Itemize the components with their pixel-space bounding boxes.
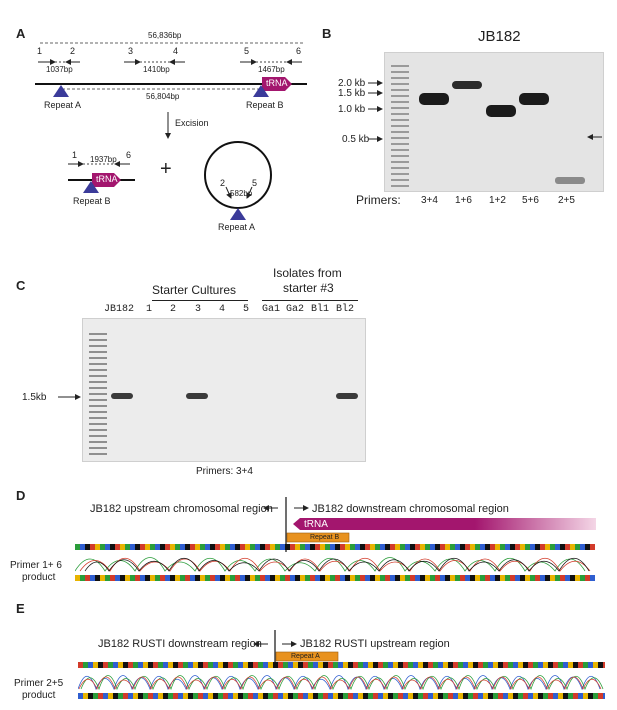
primer-4-label: 4 <box>173 46 179 56</box>
gel-c-marker-arrow <box>58 394 81 400</box>
marker-2kb: 2.0 kb <box>338 78 366 89</box>
lower-span-label: 1937bp <box>90 155 117 164</box>
gel-c-ladder <box>89 329 107 457</box>
band-5-6 <box>519 93 549 105</box>
circle-primer-5-label: 5 <box>252 178 258 188</box>
repeat-a-label-circle: Repeat A <box>218 222 256 232</box>
gel-c-primers-label: Primers: 3+4 <box>196 466 253 477</box>
under-span-label: 56,804bp <box>146 92 180 101</box>
panel-label-d: D <box>16 488 26 503</box>
e-product-label-2: product <box>22 690 56 701</box>
band-c-bl2 <box>336 393 358 399</box>
lane-c-2: 2 <box>170 304 177 315</box>
repeat-b-label-lower: Repeat B <box>73 196 111 206</box>
lane-c-bl2: Bl2 <box>336 304 355 315</box>
d-chromatogram <box>75 557 591 572</box>
e-diagram <box>253 630 339 668</box>
gel-c-image <box>82 318 366 462</box>
gel-b-title: JB182 <box>478 28 521 45</box>
trna-label-top: tRNA <box>266 78 288 88</box>
segment-1037-label: 1037bp <box>46 65 73 74</box>
band-3-4 <box>419 93 449 105</box>
d-sequence-strip-2 <box>75 575 595 581</box>
lane-b-5-6: 5+6 <box>522 195 539 206</box>
excision-label: Excision <box>175 118 209 128</box>
primer-2-label: 2 <box>70 46 76 56</box>
lane-c-bl1: Bl1 <box>311 304 330 315</box>
lane-c-4: 4 <box>219 304 226 315</box>
primer-6-label: 6 <box>296 46 302 56</box>
gel-c-marker-label: 1.5kb <box>22 392 47 403</box>
e-repeat-label: Repeat A <box>291 653 320 660</box>
panel-label-a: A <box>16 26 26 41</box>
lane-b-1-6: 1+6 <box>455 195 472 206</box>
lane-c-3: 3 <box>195 304 202 315</box>
panel-a-diagram <box>35 42 307 220</box>
lane-c-1: 1 <box>146 304 153 315</box>
d-product-label-1: Primer 1+ 6 <box>10 560 62 571</box>
d-sequence-strip <box>75 544 595 550</box>
e-sequence-strip <box>78 662 605 668</box>
e-product-label-1: Primer 2+5 <box>14 678 64 689</box>
marker-0-5kb: 0.5 kb <box>342 134 370 145</box>
primer-1-label: 1 <box>37 46 43 56</box>
gel-b-ladder <box>391 61 409 189</box>
plus-sign: + <box>160 158 172 180</box>
lane-b-3-4: 3+4 <box>421 195 438 206</box>
primer-3-label: 3 <box>128 46 134 56</box>
gel-b-image <box>384 52 604 192</box>
lane-b-1-2: 1+2 <box>489 195 506 206</box>
trna-label-lower: tRNA <box>96 174 118 184</box>
isolates-label-1: Isolates from <box>273 266 342 280</box>
d-repeat-label: Repeat B <box>310 534 340 541</box>
repeat-a-label-top: Repeat A <box>44 100 82 110</box>
panel-label-e: E <box>16 601 25 616</box>
gel-b-marker-arrows <box>368 80 602 142</box>
primer-5-label: 5 <box>244 46 250 56</box>
isolates-label-2: starter #3 <box>283 281 334 295</box>
lower-primer-6-label: 6 <box>126 150 132 160</box>
segment-1467-label: 1467bp <box>258 65 285 74</box>
e-chromatogram <box>78 675 604 691</box>
lane-b-2-5: 2+5 <box>558 195 575 206</box>
repeat-b-label-top: Repeat B <box>246 100 284 110</box>
circle-span-label: 582bp <box>230 189 253 198</box>
segment-1410-label: 1410bp <box>143 65 170 74</box>
e-left-region: JB182 RUSTI downstream region <box>98 638 262 650</box>
isolates-rule <box>262 300 358 301</box>
band-1-2 <box>486 105 516 117</box>
panel-label-c: C <box>16 278 26 293</box>
band-c-jb182 <box>111 393 133 399</box>
d-diagram <box>263 497 596 552</box>
marker-1kb: 1.0 kb <box>338 104 366 115</box>
band-2-5 <box>555 177 585 184</box>
lane-c-ga2: Ga2 <box>286 304 305 315</box>
band-1-6 <box>452 81 482 89</box>
d-product-label-2: product <box>22 572 56 583</box>
marker-1-5kb: 1.5 kb <box>338 88 366 99</box>
starter-cultures-rule <box>152 300 248 301</box>
lane-c-5: 5 <box>243 304 250 315</box>
gel-b-primers-label: Primers: <box>356 193 401 207</box>
d-trna-label: tRNA <box>304 519 328 530</box>
starter-cultures-label: Starter Cultures <box>152 283 237 297</box>
lower-primer-1-label: 1 <box>72 150 78 160</box>
band-c-3 <box>186 393 208 399</box>
lane-c-jb182: JB182 <box>104 304 135 315</box>
lane-c-ga1: Ga1 <box>262 304 281 315</box>
panel-label-b: B <box>322 26 332 41</box>
d-left-region: JB182 upstream chromosomal region <box>90 503 273 515</box>
circle-primer-2-label: 2 <box>220 178 226 188</box>
top-span-label: 56,836bp <box>148 31 182 40</box>
e-right-region: JB182 RUSTI upstream region <box>300 638 450 650</box>
e-sequence-strip-2 <box>78 693 605 699</box>
d-right-region: JB182 downstream chromosomal region <box>312 503 509 515</box>
